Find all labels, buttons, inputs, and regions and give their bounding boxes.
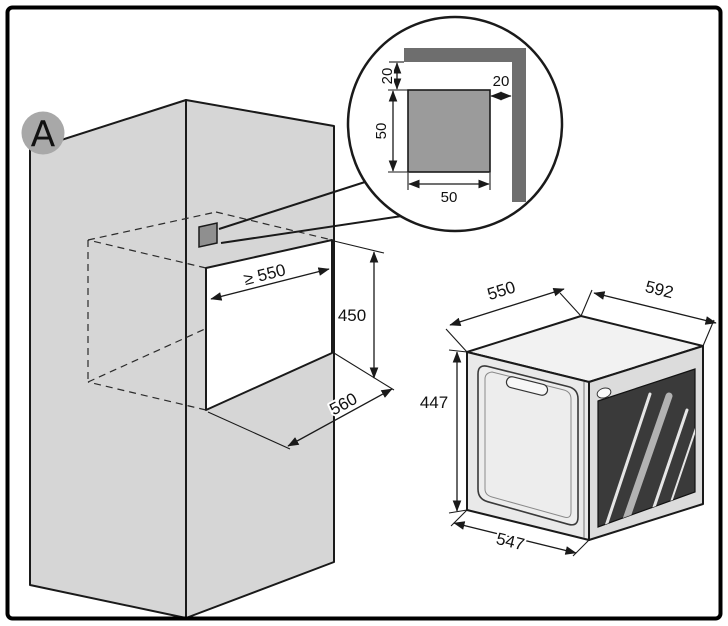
glass-reflections	[602, 392, 695, 527]
clearance-side-label: 20	[493, 73, 510, 90]
detail-callout: 20 20 50 50	[218, 15, 564, 244]
dim-oven-height: 447	[418, 349, 468, 514]
cabinet-corner-profile	[404, 48, 526, 202]
view-label-circle	[21, 111, 65, 155]
oven-depth-bottom-label: 547	[494, 529, 526, 554]
cabinet-left-panel	[29, 99, 187, 619]
vent-cutout-square	[407, 89, 491, 173]
callout-pointer-line-lower	[220, 215, 403, 244]
oven: 550 592 447 547	[418, 275, 717, 557]
dim-clearance-side: 20	[490, 71, 512, 101]
oven-door-handle	[505, 376, 549, 396]
dim-cutout-height: 50	[371, 90, 408, 173]
dim-clearance-top: 20	[377, 61, 408, 91]
dim-niche-height: 450	[333, 240, 395, 391]
dim-cutout-width: 50	[407, 173, 491, 208]
oven-depth-top-label: 550	[485, 277, 518, 304]
view-label-badge: A	[21, 111, 65, 155]
vent-cutout-marker	[198, 222, 218, 248]
oven-side-glass	[597, 368, 696, 528]
niche-hidden-edges	[87, 211, 333, 411]
oven-door-inner-line	[484, 371, 572, 518]
oven-width-label: 592	[643, 277, 675, 302]
oven-knob	[596, 387, 612, 399]
cutout-width-label: 50	[441, 189, 458, 206]
callout-pointer-line-upper	[218, 181, 366, 230]
cutout-height-label: 50	[373, 123, 390, 140]
view-label: A	[31, 114, 56, 155]
oven-height-label: 447	[420, 393, 448, 412]
clearance-top-label: 20	[379, 68, 396, 85]
figure-border	[5, 5, 723, 621]
cabinet: ≥ 550 450 560	[29, 99, 395, 619]
niche-height-label: 450	[338, 306, 366, 325]
